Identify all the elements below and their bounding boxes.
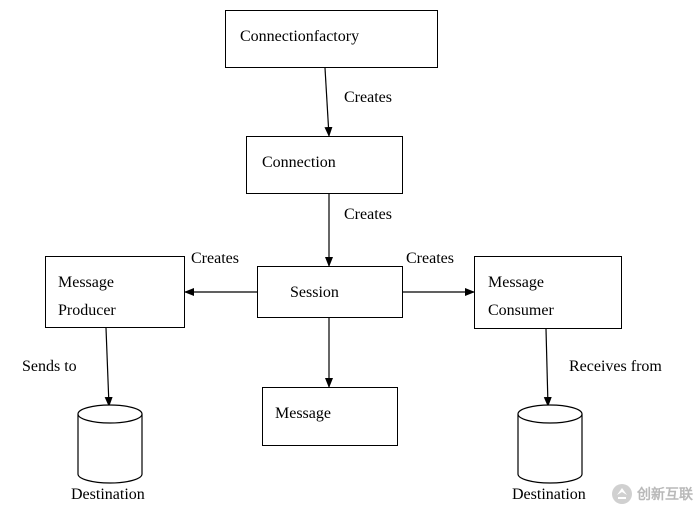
message-producer-label-line1: Message bbox=[58, 274, 114, 291]
message-consumer-label-line2: Consumer bbox=[488, 302, 554, 319]
message-producer-box: Message Producer bbox=[45, 256, 185, 328]
edge-label-sends-to: Sends to bbox=[22, 358, 77, 375]
session-label: Session bbox=[290, 284, 339, 301]
session-box: Session bbox=[257, 266, 403, 318]
message-producer-label-line2: Producer bbox=[58, 302, 116, 319]
destination-left-label: Destination bbox=[71, 486, 145, 503]
destination-right-label: Destination bbox=[512, 486, 586, 503]
destination-right-cylinder bbox=[517, 404, 583, 484]
message-label: Message bbox=[275, 405, 331, 422]
brand-logo-icon bbox=[612, 484, 632, 504]
message-consumer-box: Message Consumer bbox=[474, 256, 622, 329]
edge-label-session-producer: Creates bbox=[191, 250, 239, 267]
connection-label: Connection bbox=[262, 154, 336, 171]
edge-label-connection-session: Creates bbox=[344, 206, 392, 223]
message-consumer-label-line1: Message bbox=[488, 274, 544, 291]
edge-label-factory-connection: Creates bbox=[344, 89, 392, 106]
connection-box: Connection bbox=[246, 136, 403, 194]
connection-factory-box: Connectionfactory bbox=[225, 10, 438, 68]
arrow-producer-to-destination bbox=[104, 327, 113, 407]
message-box: Message bbox=[262, 387, 398, 446]
edge-label-receives-from: Receives from bbox=[569, 358, 662, 375]
edge-label-session-consumer: Creates bbox=[406, 250, 454, 267]
arrow-factory-to-connection bbox=[324, 67, 333, 137]
connection-factory-label: Connectionfactory bbox=[240, 28, 360, 45]
destination-left-cylinder bbox=[77, 404, 143, 484]
arrow-consumer-to-destination bbox=[543, 328, 552, 407]
watermark-text: 创新互联 bbox=[637, 487, 693, 503]
watermark: 创新互联 bbox=[611, 483, 693, 505]
